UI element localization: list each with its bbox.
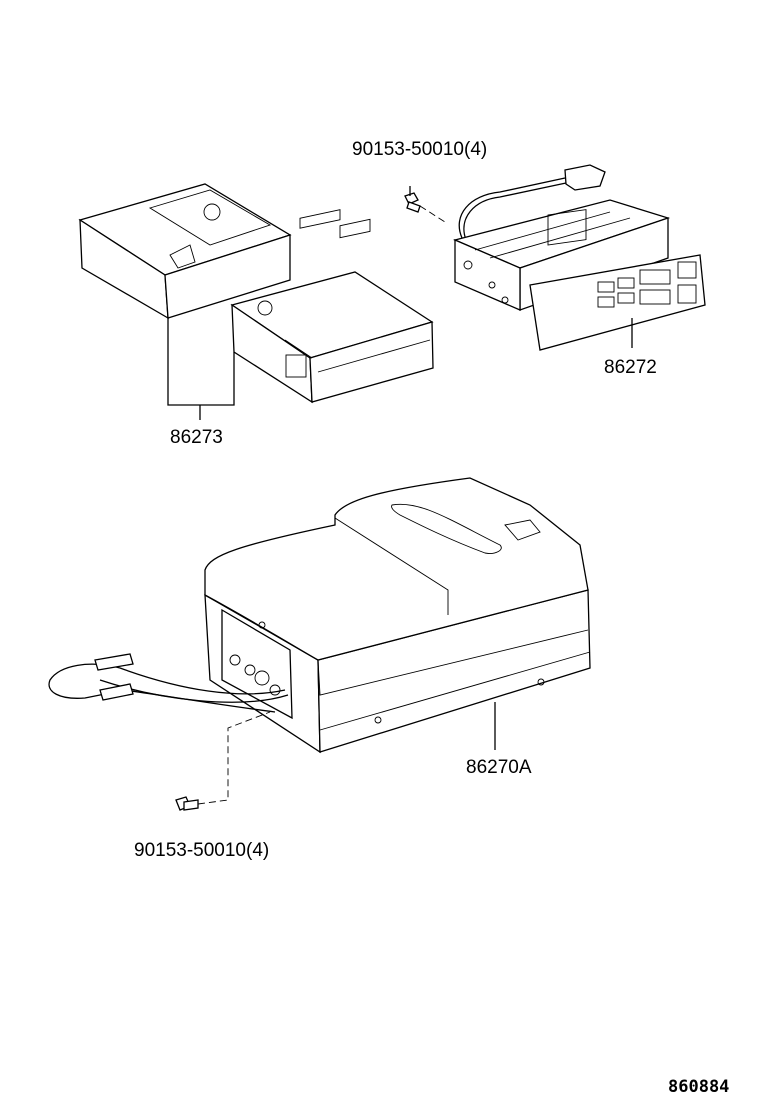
- bolt-top-icon[interactable]: [404, 186, 421, 213]
- main-unit-86270A[interactable]: [48, 477, 591, 754]
- bolt-top-leader: [419, 205, 446, 223]
- label-86272: 86272: [604, 357, 657, 378]
- cd-changer-86273[interactable]: [230, 209, 434, 404]
- leader-86273: [167, 318, 235, 420]
- label-bolt-bottom: 90153-50010(4): [134, 840, 269, 861]
- label-86270A: 86270A: [466, 757, 532, 778]
- bolt-bottom-icon[interactable]: [175, 796, 199, 811]
- label-86273: 86273: [170, 427, 223, 448]
- bolt-bottom-leader: [197, 711, 271, 805]
- head-unit-86272[interactable]: [452, 164, 706, 351]
- label-bolt-top: 90153-50010(4): [352, 139, 487, 160]
- cover-86273[interactable]: [78, 183, 292, 320]
- drawing-reference: 860884: [668, 1077, 729, 1097]
